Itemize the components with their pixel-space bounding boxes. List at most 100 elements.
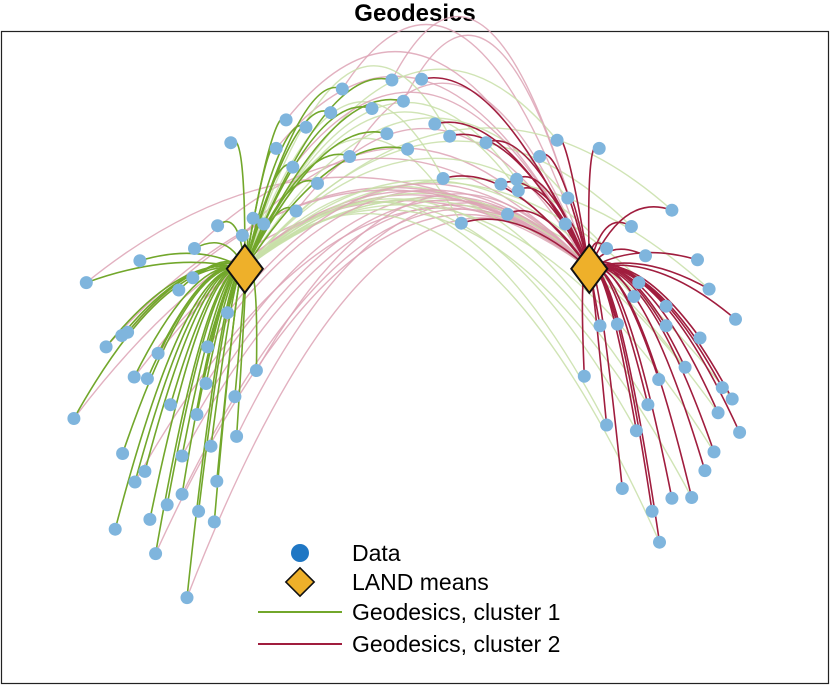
- data-point: [79, 276, 93, 290]
- data-point: [115, 329, 129, 342]
- geodesic-curve: [461, 218, 590, 270]
- data-point: [230, 429, 244, 443]
- data-point: [286, 160, 300, 174]
- data-point: [550, 133, 564, 147]
- data-point: [533, 150, 547, 163]
- data-point: [380, 127, 394, 141]
- data-point: [199, 377, 213, 390]
- data-point: [385, 73, 399, 87]
- data-point: [128, 475, 142, 489]
- data-point: [511, 184, 525, 198]
- data-point: [127, 370, 141, 384]
- data-point: [99, 340, 113, 354]
- data-point: [186, 271, 200, 285]
- data-point: [401, 142, 415, 156]
- data-point: [600, 418, 614, 432]
- data-point: [678, 360, 692, 374]
- data-point: [707, 445, 721, 459]
- land-mean-marker: [225, 243, 265, 295]
- geodesic-curve-faint: [295, 128, 590, 270]
- data-point: [725, 392, 739, 406]
- data-point: [639, 249, 652, 263]
- land-means-layer: [225, 243, 609, 295]
- data-point: [665, 203, 679, 217]
- data-point: [133, 254, 147, 268]
- geodesic-curve-faint: [391, 15, 590, 269]
- data-point: [224, 136, 238, 150]
- data-point: [415, 72, 429, 86]
- data-point: [190, 408, 204, 421]
- data-point: [715, 381, 729, 395]
- data-point: [289, 204, 303, 218]
- geodesic-curve: [244, 153, 350, 270]
- data-point: [108, 522, 122, 536]
- data-point: [624, 220, 638, 233]
- data-point: [659, 319, 673, 333]
- data-point: [645, 504, 659, 518]
- geodesic-curve-faint: [105, 189, 590, 348]
- data-point: [652, 373, 666, 386]
- geodesic-curve-faint: [194, 157, 590, 270]
- data-point: [711, 406, 725, 420]
- geodesic-curve-faint: [244, 198, 649, 406]
- data-point: [228, 390, 242, 404]
- data-point: [204, 439, 218, 453]
- data-point: [501, 207, 514, 221]
- data-point: [665, 491, 679, 505]
- data-point: [629, 424, 643, 438]
- data-point: [116, 447, 130, 460]
- data-points-layer: [67, 72, 747, 605]
- data-point: [428, 117, 442, 131]
- data-point: [693, 331, 707, 345]
- data-point: [641, 398, 655, 412]
- geodesic-curve-faint: [341, 23, 590, 270]
- data-point: [702, 282, 716, 296]
- geodesic-curve: [449, 133, 591, 270]
- data-point: [365, 102, 379, 115]
- data-point: [207, 515, 221, 529]
- data-point: [151, 346, 165, 360]
- data-point: [279, 113, 293, 127]
- data-point: [691, 253, 704, 267]
- data-point: [269, 141, 283, 155]
- data-point: [175, 449, 189, 463]
- data-point: [592, 141, 606, 155]
- geodesic-curve: [244, 131, 388, 270]
- data-point: [257, 217, 271, 231]
- data-point: [299, 120, 313, 134]
- geodesic-curve-faint: [244, 101, 444, 270]
- geodesic-curve: [507, 209, 590, 270]
- geodesic-curve-faint: [244, 199, 719, 414]
- data-point: [558, 217, 572, 231]
- legend-data-marker: [291, 544, 309, 562]
- data-point: [396, 94, 410, 108]
- geodesic-curve-faint: [292, 91, 590, 270]
- data-point: [192, 504, 206, 518]
- data-point: [479, 136, 493, 150]
- legend-label-cluster1: Geodesics, cluster 1: [352, 599, 560, 625]
- data-point: [149, 547, 163, 561]
- geodesic-curve: [244, 110, 332, 270]
- data-point: [610, 317, 624, 331]
- legend: Data LAND means Geodesics, cluster 1 Geo…: [258, 540, 560, 657]
- geodesic-curve-faint: [255, 193, 590, 371]
- legend-label-cluster2: Geodesics, cluster 2: [352, 631, 560, 657]
- data-point: [632, 276, 646, 290]
- geodesic-curve: [588, 206, 673, 270]
- data-point: [210, 474, 224, 488]
- data-point: [615, 482, 629, 495]
- geodesic-curve-faint: [244, 192, 686, 368]
- data-point: [249, 364, 263, 377]
- data-point: [698, 464, 712, 478]
- data-point: [577, 369, 591, 383]
- geodesic-curve-faint: [207, 189, 590, 348]
- data-point: [246, 211, 260, 225]
- data-point: [140, 372, 154, 386]
- geodesic-curve-faint: [244, 185, 601, 327]
- land-mean-marker: [570, 243, 609, 295]
- data-point: [561, 191, 575, 205]
- data-point: [510, 172, 524, 186]
- legend-label-data: Data: [352, 540, 401, 566]
- data-point: [653, 535, 666, 549]
